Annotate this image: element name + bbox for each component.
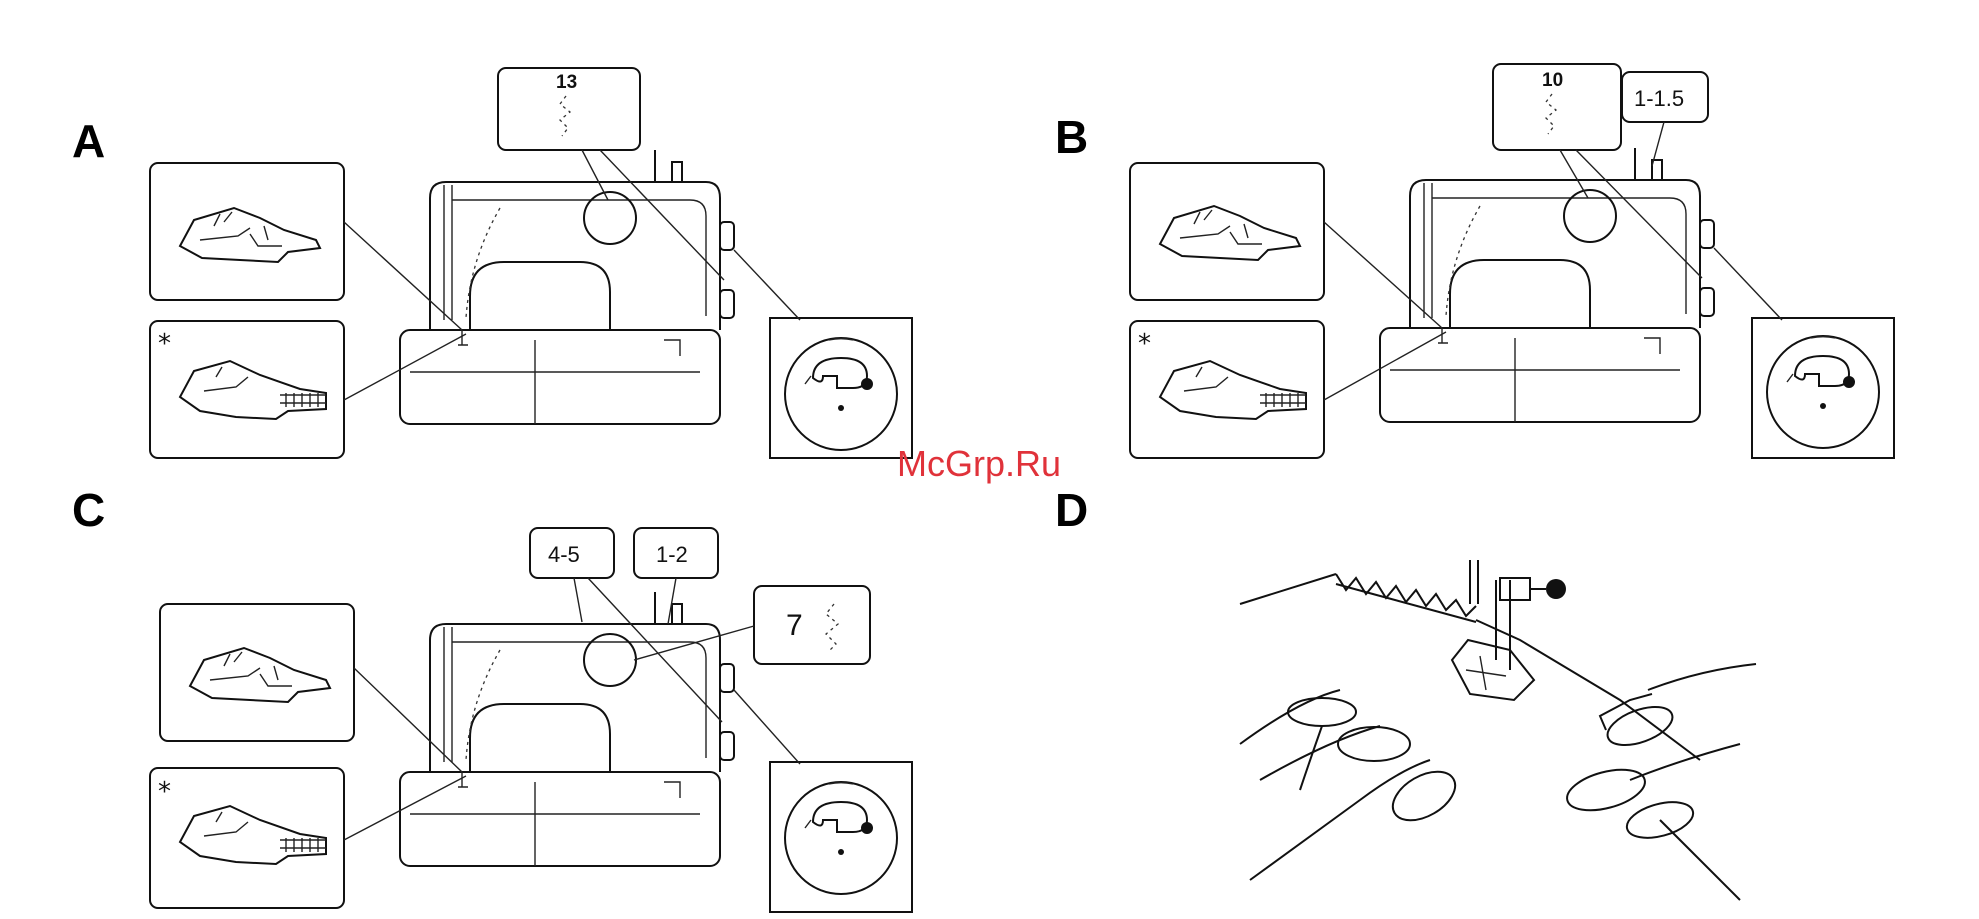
sewing-machine-a [400, 150, 734, 424]
stitch-length-b: 1-1.5 [1634, 86, 1684, 111]
sewing-machine-b [1380, 148, 1714, 422]
panel-d: D [1055, 484, 1756, 900]
dial-box-c [770, 762, 912, 912]
standard-foot-box-b [1130, 163, 1324, 300]
optional-foot-box-a [150, 321, 344, 458]
standard-foot-box-a [150, 163, 344, 300]
optional-mark-b: * [1138, 329, 1151, 359]
watermark: McGrp.Ru [897, 443, 1061, 484]
sewing-machine-c [400, 592, 734, 866]
dial-box-b [1752, 318, 1894, 458]
stitch-number-b: 10 [1542, 70, 1563, 91]
optional-foot-box-b [1130, 321, 1324, 458]
stitch-callout-c [754, 586, 870, 664]
panel-c: C * 4-5 1-2 7 [72, 484, 912, 912]
panel-b: B * 10 1-1.5 [1055, 64, 1894, 458]
panel-b-letter: B [1055, 111, 1088, 163]
optional-mark-a: * [158, 329, 171, 359]
panel-a-letter: A [72, 115, 105, 167]
panel-d-letter: D [1055, 484, 1088, 536]
stitch-number-c: 7 [786, 609, 803, 642]
stitch-width-c: 4-5 [548, 542, 580, 567]
panel-c-letter: C [72, 484, 105, 536]
sewing-illustration [1240, 560, 1756, 900]
stitch-length-c: 1-2 [656, 542, 688, 567]
optional-foot-box-c [150, 768, 344, 908]
optional-mark-c: * [158, 777, 171, 807]
panel-a: A * 13 [72, 68, 912, 458]
standard-foot-box-c [160, 604, 354, 741]
stitch-number-a: 13 [556, 72, 577, 93]
